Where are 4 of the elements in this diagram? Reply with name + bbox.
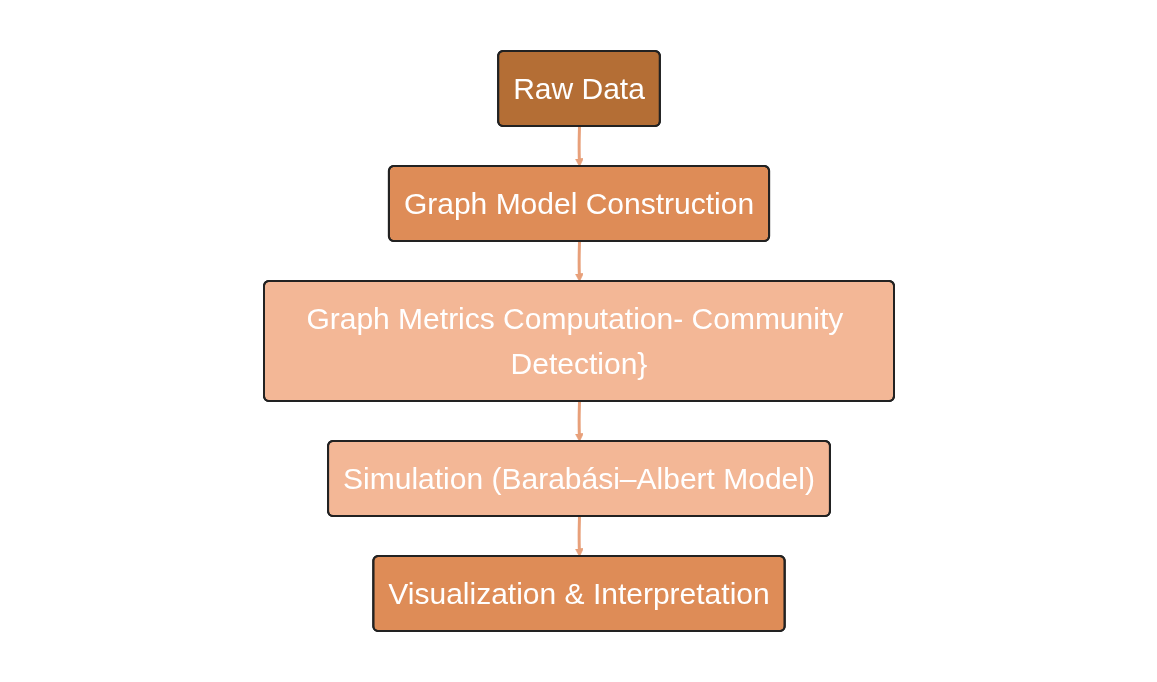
arrow — [574, 126, 584, 167]
arrow — [574, 516, 584, 557]
arrow — [574, 401, 584, 442]
arrow — [574, 241, 584, 282]
